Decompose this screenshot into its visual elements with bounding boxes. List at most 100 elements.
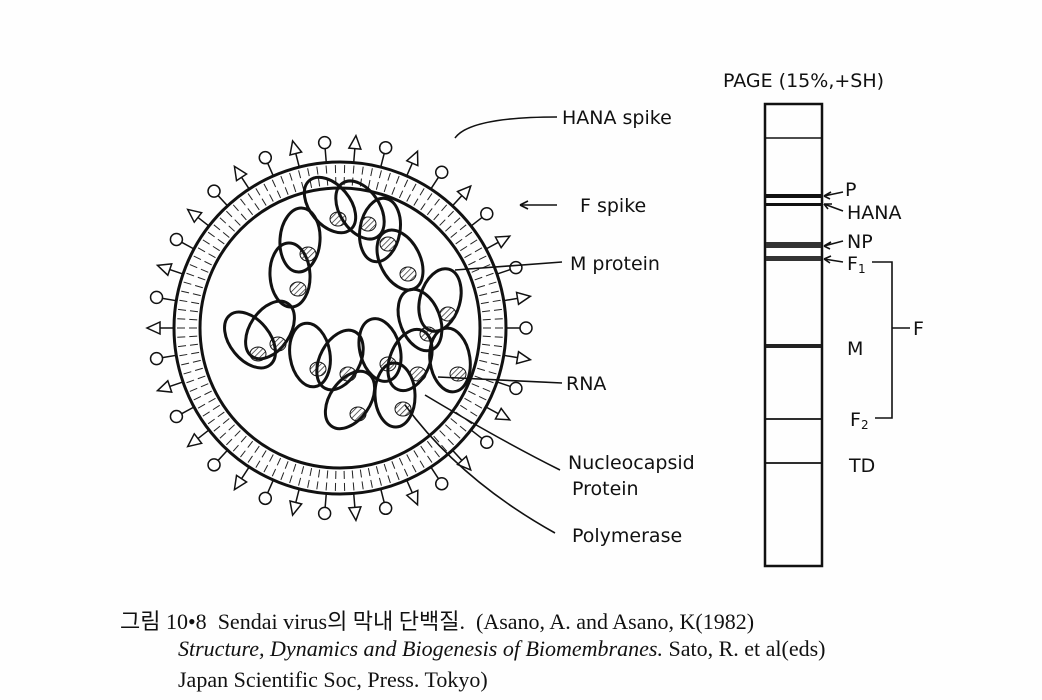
m-protein-particle	[439, 306, 457, 322]
lipid-tail	[208, 253, 216, 259]
lipid-tail	[450, 232, 458, 238]
lipid-tail	[445, 225, 452, 232]
lipid-tail	[482, 343, 491, 346]
lipid-tail	[207, 231, 215, 238]
lipid-tail	[485, 379, 494, 384]
lipid-tail	[228, 424, 235, 431]
lipid-tail	[447, 210, 454, 218]
spike-stalk	[380, 153, 385, 168]
lipid-tail	[212, 404, 220, 411]
lipid-tail	[222, 232, 230, 238]
lipid-tail	[226, 210, 233, 218]
spike-stalk	[430, 466, 440, 480]
lipid-tail	[413, 198, 419, 206]
band-label-td: TD	[848, 455, 875, 477]
lipid-tail	[479, 293, 488, 297]
figure-label: 그림 10•8	[120, 609, 207, 634]
f-spike-head	[289, 139, 303, 156]
spike-stalk	[217, 449, 229, 461]
band-label-f: F	[913, 318, 924, 340]
nucleocapsid-helix	[223, 175, 472, 431]
f-spike-head	[456, 184, 472, 201]
lipid-tail	[202, 411, 210, 417]
spike-stalk	[470, 429, 483, 440]
lipid-tail	[367, 179, 371, 188]
gel-arrows	[823, 191, 910, 419]
lipid-tail	[391, 187, 396, 195]
spike-stalk	[503, 354, 518, 359]
lipid-tail	[181, 362, 190, 366]
spike-stalk	[295, 153, 300, 168]
f-spike-head	[186, 432, 203, 448]
spike-stalk	[503, 297, 518, 302]
lipid-tail	[464, 253, 472, 259]
citation-part-3: Japan Scientific Soc, Press. Tokyo)	[178, 667, 488, 692]
helix-coil	[223, 310, 277, 370]
lipid-tail	[298, 477, 302, 486]
gel-lane	[763, 102, 824, 568]
f-spike-head	[155, 379, 173, 393]
lipid-tail	[352, 165, 355, 174]
caption-line-3: Japan Scientific Soc, Press. Tokyo)	[178, 667, 488, 693]
lipid-tail	[219, 217, 227, 224]
spike-stalk	[485, 406, 499, 415]
lipid-tail	[450, 418, 458, 424]
lipid-tail	[307, 479, 310, 488]
band-label-m: M	[847, 338, 863, 360]
lipid-tail	[482, 387, 491, 392]
lipid-tail	[378, 477, 382, 486]
lipid-tail	[280, 472, 285, 481]
lipid-tail	[318, 469, 321, 478]
label-nucleocapsid-protein: Protein	[572, 478, 639, 500]
lipid-tail	[387, 172, 391, 181]
helix-coil	[334, 179, 386, 241]
hana-spike-head	[434, 165, 449, 180]
lipid-tail	[292, 463, 297, 472]
envelope-outer	[172, 160, 508, 496]
lipid-tail	[359, 469, 362, 478]
spike-stalk	[496, 381, 511, 388]
f-spike-head	[145, 320, 161, 336]
lipid-tail	[213, 425, 221, 432]
f-spike-head	[155, 263, 173, 277]
lipid-tail	[490, 362, 499, 366]
lipid-tail	[301, 466, 305, 475]
lipid-tail	[178, 345, 187, 348]
label-m-protein: M protein	[570, 253, 660, 275]
lipid-tail	[439, 430, 446, 437]
spike-stalk	[162, 354, 177, 359]
f-spike-head	[233, 164, 248, 182]
lipid-tail	[212, 245, 220, 252]
f-spike-head	[405, 149, 419, 167]
book-title: Structure, Dynamics and Biogenesis of Bi…	[178, 636, 663, 661]
lipid-tail	[191, 301, 200, 305]
lipid-tail	[427, 455, 433, 463]
lipid-tail	[433, 213, 440, 221]
helix-coil	[315, 328, 365, 392]
lipid-tail	[352, 482, 355, 491]
m-protein-particle	[394, 401, 412, 417]
lipid-tail	[183, 371, 192, 375]
helix-coil	[302, 175, 358, 235]
lipid-tail	[226, 438, 233, 446]
lipid-tail	[447, 438, 454, 446]
lipid-tail	[383, 184, 388, 193]
lipid-tail	[234, 219, 241, 226]
hana-spike-head	[207, 458, 221, 472]
lipid-tail	[194, 284, 203, 289]
lipid-tail	[441, 444, 448, 452]
caption-line-1: 그림 10•8 Sendai virus의 막내 단백질. (Asano, A.…	[120, 604, 754, 636]
lipid-tail	[192, 293, 201, 297]
gel-band-p	[766, 194, 821, 198]
label-hana-spike: HANA spike	[562, 107, 672, 129]
lipid-tail	[204, 390, 212, 396]
lipid-tail	[375, 181, 379, 190]
lipid-tail	[254, 203, 260, 211]
lipid-tail	[200, 383, 209, 388]
lipid-tail	[316, 481, 319, 490]
label-f-spike: F spike	[580, 195, 646, 217]
f-spike-head	[515, 291, 533, 306]
lipid-tail	[474, 403, 483, 409]
lipid-tail	[398, 190, 404, 199]
